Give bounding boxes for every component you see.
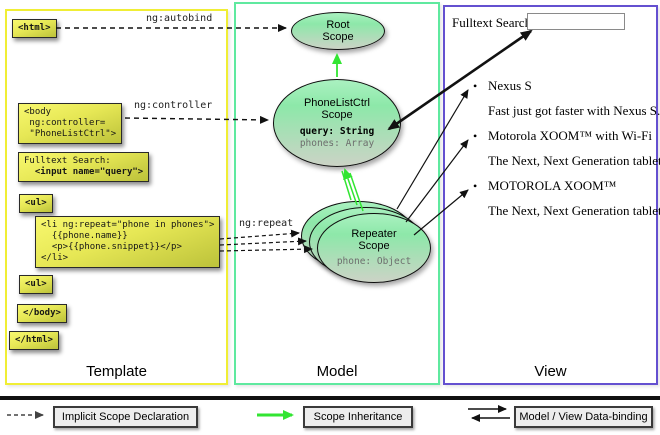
model-column-label: Model: [316, 363, 358, 380]
view-column: View: [443, 5, 658, 385]
code-fulltext-label: Fulltext Search:: [24, 156, 111, 166]
code-ul-close: <ul>: [19, 275, 53, 294]
legend-implicit-scope-declaration: Implicit Scope Declaration: [53, 406, 198, 428]
code-body-close: </body>: [17, 304, 67, 323]
bullet-icon: •: [473, 179, 478, 193]
code-body-open: <body ng:controller= "PhoneListCtrl">: [18, 103, 123, 144]
code-li-repeat: <li ng:repeat="phone in phones"> {{phone…: [35, 216, 221, 268]
code-fulltext-search: Fulltext Search: <input name="query">: [18, 152, 150, 182]
phones-property: phones: Array: [299, 137, 375, 149]
view-fulltext-search-label: Fulltext Search:: [452, 15, 535, 30]
view-item-title: Nexus S: [488, 78, 532, 93]
code-input-tag: <input name="query">: [24, 167, 144, 177]
model-column: Model: [234, 2, 440, 385]
legend-scope-inheritance: Scope Inheritance: [303, 406, 413, 428]
phonelistctrl-scope-title: PhoneListCtrl Scope: [303, 96, 371, 121]
view-item-desc: Fast just got faster with Nexus S.: [488, 103, 660, 118]
repeater-scope-ellipse: Repeater Scope phone: Object: [317, 213, 431, 283]
bullet-icon: •: [473, 79, 478, 93]
view-item-desc: The Next, Next Generation tablet.: [488, 203, 660, 218]
ng-controller-label: ng:controller: [134, 100, 213, 111]
view-item-desc: The Next, Next Generation tablet.: [488, 153, 660, 168]
repeater-scope-title: Repeater Scope: [351, 228, 397, 252]
template-column-label: Template: [86, 363, 147, 380]
code-html-open: <html>: [12, 19, 57, 38]
view-item-title: MOTOROLA XOOM™: [488, 178, 617, 193]
fulltext-search-input: [527, 13, 625, 30]
code-html-close: </html>: [9, 331, 59, 350]
template-column: Template: [5, 9, 228, 385]
view-item-title: Motorola XOOM™ with Wi-Fi: [488, 128, 653, 143]
root-scope-ellipse: Root Scope: [291, 12, 385, 50]
root-scope-title: Root Scope: [322, 19, 354, 43]
phonelistctrl-scope-ellipse: PhoneListCtrl Scope query: String phones…: [273, 79, 401, 167]
phone-property: phone: Object: [336, 256, 412, 267]
ng-autobind-label: ng:autobind: [146, 13, 213, 24]
code-ul-open: <ul>: [19, 194, 53, 213]
legend-model-view-data-binding: Model / View Data-binding: [514, 406, 653, 428]
ng-repeat-label: ng:repeat: [239, 218, 294, 229]
bullet-icon: •: [473, 129, 478, 143]
query-property: query: String: [299, 125, 375, 137]
view-column-label: View: [534, 363, 567, 380]
